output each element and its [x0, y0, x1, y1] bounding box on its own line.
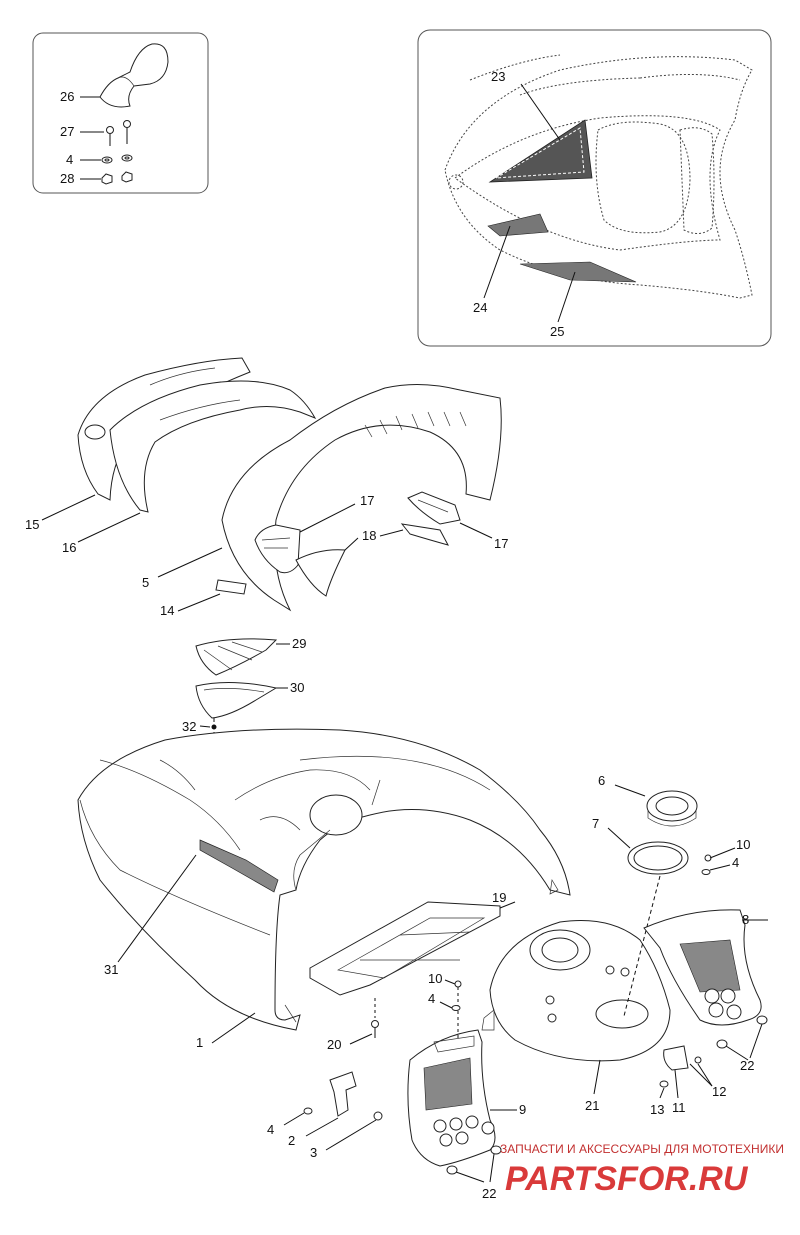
part-22-plugs-right: 22: [716, 1015, 768, 1073]
label-23: 23: [491, 69, 505, 84]
label-13: 13: [650, 1102, 664, 1117]
part-17-bracket-left: 17: [254, 493, 374, 574]
part-18-pad: 18: [295, 528, 404, 597]
label-4-inset: 4: [66, 152, 73, 167]
label-31: 31: [104, 962, 118, 977]
label-30: 30: [290, 680, 304, 695]
part-4-washer-left: 4: [428, 991, 461, 1011]
label-4-right: 4: [732, 855, 739, 870]
part-1-body: 1 31: [77, 728, 571, 1050]
part-16-panel: 16: [62, 380, 317, 555]
label-4-latch: 4: [267, 1122, 274, 1137]
label-11: 11: [672, 1100, 686, 1115]
part-10-screw-left: 10: [428, 971, 462, 1040]
label-22-left: 22: [482, 1186, 496, 1201]
label-17-left: 17: [360, 493, 374, 508]
watermark: ЗАПЧАСТИ И АКСЕССУАРЫ ДЛЯ МОТОТЕХНИКИ PA…: [500, 1142, 784, 1198]
label-10-left: 10: [428, 971, 442, 986]
part-3-rivet: 3: [310, 1111, 383, 1160]
label-8: 8: [742, 912, 749, 927]
label-9: 9: [519, 1102, 526, 1117]
part-5-fairing: 5: [142, 383, 502, 612]
part-17-bracket-right: 17: [400, 491, 508, 551]
part-11-clip: 11: [663, 1045, 689, 1115]
inset-top-view: 23 24 25: [417, 29, 772, 347]
part-4-washer-latch: 4: [267, 1107, 313, 1137]
label-28: 28: [60, 171, 74, 186]
part-22-plugs-left: 22: [446, 1145, 502, 1201]
label-19: 19: [492, 890, 506, 905]
label-7: 7: [592, 816, 599, 831]
label-27: 27: [60, 124, 74, 139]
label-26: 26: [60, 89, 74, 104]
label-25: 25: [550, 324, 564, 339]
label-10-right: 10: [736, 837, 750, 852]
part-13-washer: 13: [650, 1080, 669, 1117]
watermark-subtitle: ЗАПЧАСТИ И АКСЕССУАРЫ ДЛЯ МОТОТЕХНИКИ: [500, 1142, 784, 1156]
label-3: 3: [310, 1145, 317, 1160]
label-1: 1: [196, 1035, 203, 1050]
part-29-vent-cover: 29: [195, 636, 306, 676]
label-29: 29: [292, 636, 306, 651]
label-5: 5: [142, 575, 149, 590]
label-18: 18: [362, 528, 376, 543]
label-21: 21: [585, 1098, 599, 1113]
part-21-console: 21: [481, 919, 671, 1113]
watermark-brand: PARTSFOR.RU: [505, 1160, 749, 1198]
label-22-right: 22: [740, 1058, 754, 1073]
label-16: 16: [62, 540, 76, 555]
part-14-clip: 14: [160, 579, 247, 618]
label-15: 15: [25, 517, 39, 532]
part-30-vent-grille: 30: [195, 680, 304, 719]
part-19-tray: 19: [309, 890, 516, 996]
part-9-side-panel: 9: [407, 1029, 526, 1167]
part-2-latch: 2: [288, 1071, 357, 1148]
part-7-gasket: 7: [592, 816, 689, 1017]
label-20: 20: [327, 1037, 341, 1052]
label-24: 24: [473, 300, 487, 315]
part-8-side-panel: 8: [643, 909, 768, 1026]
label-14: 14: [160, 603, 174, 618]
part-12-screw: 12: [689, 1056, 726, 1099]
label-6: 6: [598, 773, 605, 788]
part-10-screw-right: 10: [704, 837, 750, 862]
label-4-left: 4: [428, 991, 435, 1006]
label-17-right: 17: [494, 536, 508, 551]
part-20-screw: 20: [327, 998, 379, 1052]
label-12: 12: [712, 1084, 726, 1099]
part-4-washer-right: 4: [701, 855, 739, 875]
inset-mirror-hardware: 26 27 4 28: [32, 32, 209, 194]
part-6-ring: 6: [598, 773, 698, 827]
label-32: 32: [182, 719, 196, 734]
label-2: 2: [288, 1133, 295, 1148]
